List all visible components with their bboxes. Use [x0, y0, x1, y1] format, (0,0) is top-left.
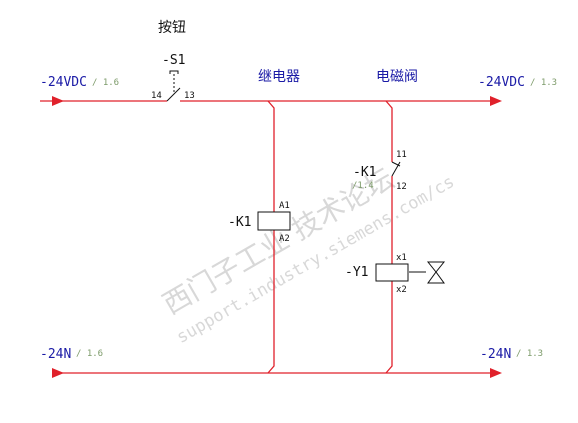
s1-push-head [169, 70, 179, 74]
rail-arrows [52, 96, 502, 378]
valve-branch-bottom-wire [385, 281, 393, 374]
k1-terminal-a2: A2 [279, 234, 290, 244]
push-button-s1 [166, 70, 181, 102]
k1-terminal-a1: A1 [279, 201, 290, 211]
bottom-right-rail-name: -24N [480, 347, 511, 362]
arrow-top-left [52, 96, 64, 106]
wires [40, 100, 492, 374]
watermark: 西门子工业 技术论坛 support.industry.siemens.com/… [157, 162, 458, 348]
k1-contact-terminal-11: 11 [396, 150, 407, 160]
relay-coil-k1 [257, 211, 291, 231]
top-left-rail-ref: / 1.6 [92, 78, 119, 88]
s1-contact-blade [166, 87, 181, 102]
valve-triangle-bottom [427, 271, 445, 284]
k1-coil-tag: -K1 [228, 215, 251, 230]
k1-contact-blade [391, 161, 401, 177]
y1-terminal-x1: x1 [396, 253, 407, 263]
arrow-top-right [490, 96, 502, 106]
valve-symbol [409, 261, 446, 284]
y1-tag: -Y1 [345, 265, 368, 280]
k1-contact-tag: -K1 [353, 165, 376, 180]
bottom-right-rail-ref: / 1.3 [516, 349, 543, 359]
top-left-rail-name: -24VDC [40, 75, 87, 90]
relay-branch-bottom-wire [267, 230, 275, 374]
bottom-left-rail-name: -24N [40, 347, 71, 362]
top-right-rail-ref: / 1.3 [530, 78, 557, 88]
button-title: 按钮 [158, 20, 186, 36]
y1-terminal-x2: x2 [396, 285, 407, 295]
k1-contact-terminal-12: 12 [396, 182, 407, 192]
arrow-bottom-left [52, 368, 64, 378]
k1-contact-ref: /1.4 [352, 181, 374, 191]
arrow-bottom-right [490, 368, 502, 378]
valve-triangle-top [426, 261, 446, 273]
s1-terminal-14: 14 [151, 91, 162, 101]
bottom-left-rail-ref: / 1.6 [76, 349, 103, 359]
valve-title: 电磁阀 [376, 69, 418, 85]
s1-tag: -S1 [162, 53, 185, 68]
s1-terminal-13: 13 [184, 91, 195, 101]
valve-branch-top-wire [385, 100, 393, 162]
solenoid-coil-y1 [375, 263, 409, 282]
k1-contact [391, 161, 401, 177]
top-right-rail-name: -24VDC [478, 75, 525, 90]
relay-branch-top-wire [267, 100, 275, 212]
relay-title: 继电器 [258, 69, 300, 85]
